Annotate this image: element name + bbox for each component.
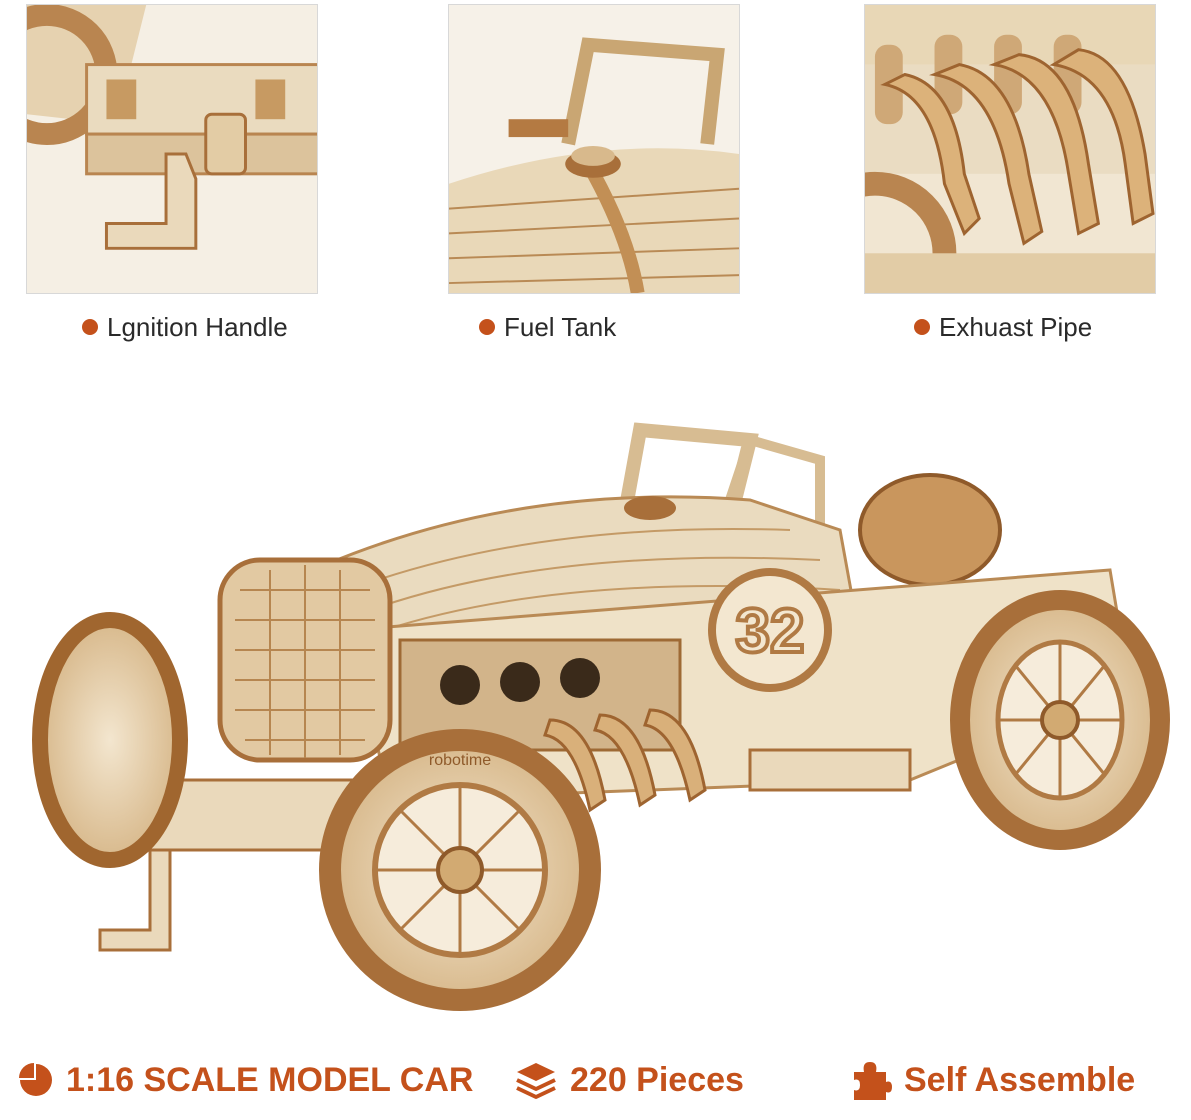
feature-label: 220 Pieces: [570, 1060, 744, 1099]
caption-fuel-tank: Fuel Tank: [479, 310, 616, 344]
feature-label: Self Assemble: [904, 1060, 1136, 1099]
wheel-brand-text: robotime: [429, 752, 491, 769]
exhaust-pipe-photo: [864, 4, 1156, 294]
pie-chart-icon: [19, 1063, 52, 1096]
caption-label: Fuel Tank: [504, 311, 617, 342]
fuel-tank-illustration: [449, 5, 739, 293]
bullet-dot-icon: [914, 319, 930, 335]
feature-label: 1:16 SCALE MODEL CAR: [66, 1060, 474, 1099]
fuel-tank-photo: [448, 4, 740, 294]
puzzle-piece-icon: [854, 1062, 892, 1100]
bullet-dot-icon: [479, 319, 495, 335]
ignition-handle-illustration: [27, 5, 317, 293]
feature-scale: 1:16 SCALE MODEL CAR: [18, 1050, 473, 1110]
caption-label: Exhuast Pipe: [939, 311, 1093, 342]
caption-label: Lgnition Handle: [107, 311, 288, 342]
layers-icon: [516, 1063, 556, 1099]
wooden-race-car-illustration: 32: [32, 422, 1170, 1011]
bullet-dot-icon: [82, 319, 98, 335]
caption-exhaust-pipe: Exhuast Pipe: [914, 310, 1092, 344]
ignition-handle-photo: [26, 4, 318, 294]
caption-ignition-handle: Lgnition Handle: [82, 310, 288, 344]
feature-assemble: Self Assemble: [848, 1050, 1135, 1110]
feature-pieces: 220 Pieces: [514, 1050, 744, 1110]
car-number: 32: [736, 597, 805, 666]
exhaust-pipe-illustration: [865, 5, 1155, 293]
wooden-race-car-photo: 32: [30, 420, 1170, 1020]
